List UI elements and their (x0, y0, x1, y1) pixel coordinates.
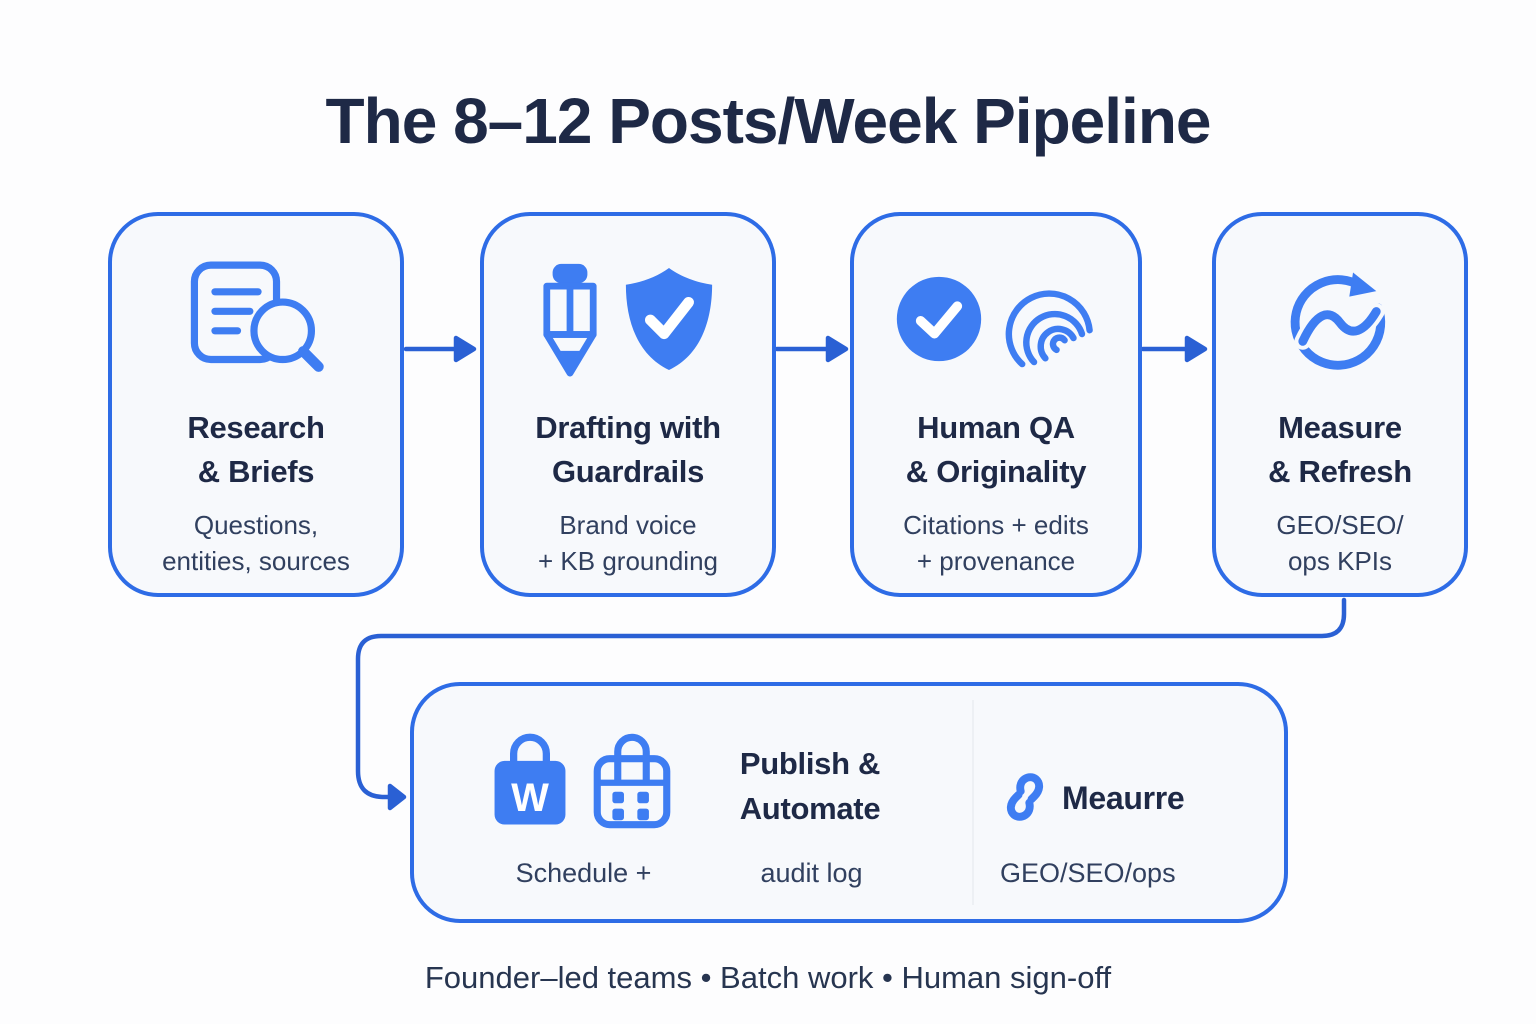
refresh-chart-icon (1290, 272, 1386, 370)
stage-measure-refresh: Measure & Refresh GEO/SEO/ ops KPIs (1212, 212, 1468, 597)
bag-letter: W (511, 776, 549, 820)
schedule-caption: Schedule + (515, 858, 652, 888)
footer-tagline: Founder–led teams • Batch work • Human s… (424, 960, 1112, 995)
stage-title: Human QA & Originality (905, 410, 1087, 490)
stage-subtitle: Citations + edits + provenance (903, 510, 1089, 576)
arrow-qa-to-measure (1140, 335, 1208, 363)
document-search-icon (190, 261, 324, 372)
stage-icons (895, 262, 1097, 376)
audit-log-caption: audit log (760, 858, 863, 888)
stage-icons (1284, 262, 1396, 376)
stage-icons (538, 262, 718, 377)
pencil-icon (543, 263, 597, 377)
stage-subtitle: GEO/SEO/ ops KPIs (1276, 510, 1404, 576)
stage-title: Research & Briefs (187, 410, 325, 490)
link-icon (1006, 773, 1044, 821)
meaurre-title: Meaurre (1062, 780, 1185, 816)
publish-automate-title: Publish & Automate (739, 746, 881, 826)
stage-title: Drafting with Guardrails (535, 410, 721, 490)
stage-drafting-guardrails: Drafting with Guardrails Brand voice + K… (480, 212, 776, 597)
check-circle-icon (896, 276, 982, 362)
stage-subtitle: Questions, entities, sources (162, 510, 350, 576)
stage-icons (186, 261, 326, 376)
geo-seo-ops-caption: GEO/SEO/ops (1000, 858, 1176, 888)
stage-title: Measure & Refresh (1268, 410, 1412, 490)
page-title: The 8–12 Posts/Week Pipeline (325, 85, 1212, 157)
publish-automate-box: W Publish & Automate Schedule + audit lo… (410, 682, 1288, 923)
arrow-drafting-to-qa (774, 335, 849, 363)
arrow-research-to-drafting (403, 335, 477, 363)
shield-check-icon (625, 268, 713, 370)
shopping-bag-w-icon: W (494, 733, 566, 825)
fingerprint-icon (1005, 289, 1093, 367)
stage-human-qa-originality: Human QA & Originality Citations + edits… (850, 212, 1142, 597)
tote-calendar-icon (593, 733, 671, 829)
stage-research-briefs: Research & Briefs Questions, entities, s… (108, 212, 404, 597)
section-divider (972, 700, 974, 905)
stage-subtitle: Brand voice + KB grounding (538, 510, 718, 576)
